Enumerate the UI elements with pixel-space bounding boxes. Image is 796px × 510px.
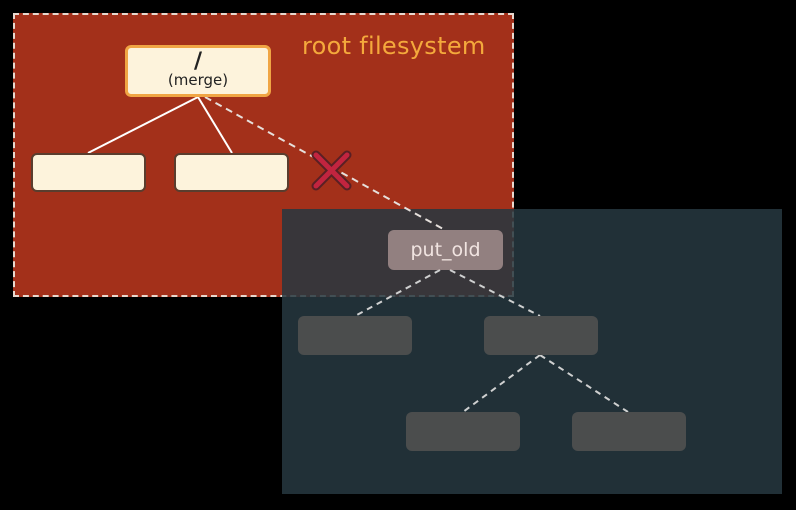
merge-root-symbol: / — [193, 49, 203, 74]
link-putold-left — [354, 269, 441, 317]
link-merge-left — [87, 96, 199, 154]
old-child-node-left — [298, 316, 412, 355]
root-filesystem-label: root filesystem — [302, 32, 486, 60]
link-mid-left — [462, 354, 541, 413]
link-mid-right — [539, 354, 629, 413]
old-grandchild-node-right — [572, 412, 686, 451]
root-child-node-middle — [174, 153, 289, 192]
root-child-node-left — [31, 153, 146, 192]
link-putold-right — [449, 269, 541, 317]
old-grandchild-node-left — [406, 412, 520, 451]
put-old-node: put_old — [388, 230, 503, 270]
cross-icon — [311, 150, 352, 191]
merge-root-node: / (merge) — [125, 45, 271, 97]
link-merge-middle — [197, 96, 233, 154]
old-child-node-right — [484, 316, 598, 355]
merge-root-sublabel: (merge) — [167, 71, 229, 89]
